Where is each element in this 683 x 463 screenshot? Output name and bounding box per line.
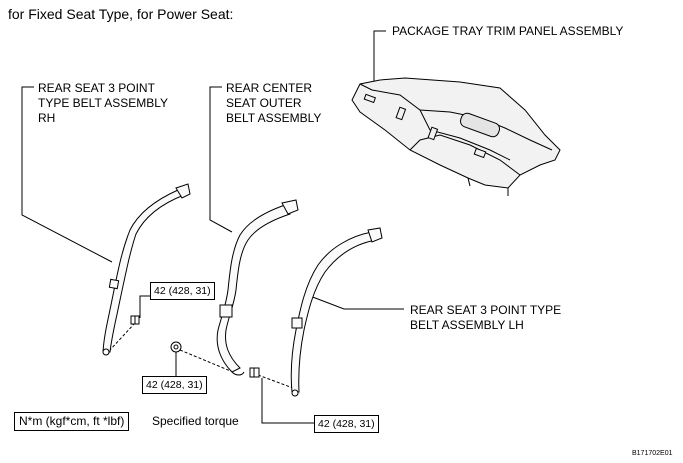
leader-torque-rh <box>139 295 150 318</box>
leader-torque-lh <box>261 378 314 424</box>
bolt-line-lh <box>257 374 294 389</box>
torque-box-rh: 42 (428, 31) <box>150 282 215 300</box>
belt-rh <box>102 183 191 356</box>
leader-belt-lh <box>309 295 404 310</box>
legend-unit-box: N*m (kgf*cm, ft *lbf) <box>14 412 130 431</box>
label-belt-rh-line3: RH <box>38 111 56 125</box>
bolt-rh <box>130 315 140 325</box>
bolt-lh <box>249 367 260 378</box>
figure-code: B171702E01 <box>632 450 673 457</box>
leader-package-tray <box>373 30 386 88</box>
bolt-line-center <box>179 349 234 373</box>
legend-description: Specified torque <box>152 414 239 428</box>
label-belt-rh-line2: TYPE BELT ASSEMBLY <box>38 96 169 110</box>
bolt-center <box>170 341 182 353</box>
leader-belt-center <box>209 86 233 233</box>
label-belt-center-line3: BELT ASSEMBLY <box>226 111 322 125</box>
belt-center <box>216 199 299 376</box>
belt-lh <box>290 227 383 397</box>
page-title: for Fixed Seat Type, for Power Seat: <box>8 6 234 22</box>
bolt-line-rh <box>109 322 136 351</box>
label-belt-center-line2: SEAT OUTER <box>226 96 302 110</box>
torque-box-lh: 42 (428, 31) <box>314 415 379 433</box>
torque-box-center: 42 (428, 31) <box>142 376 207 394</box>
label-belt-lh-line2: BELT ASSEMBLY LH <box>410 318 524 332</box>
label-belt-rh-line1: REAR SEAT 3 POINT <box>38 81 155 95</box>
label-belt-center-line1: REAR CENTER <box>226 81 313 95</box>
package-tray-panel <box>351 77 561 196</box>
label-belt-lh-line1: REAR SEAT 3 POINT TYPE <box>410 303 562 317</box>
leader-belt-rh <box>21 86 113 263</box>
label-package-tray: PACKAGE TRAY TRIM PANEL ASSEMBLY <box>392 24 624 38</box>
